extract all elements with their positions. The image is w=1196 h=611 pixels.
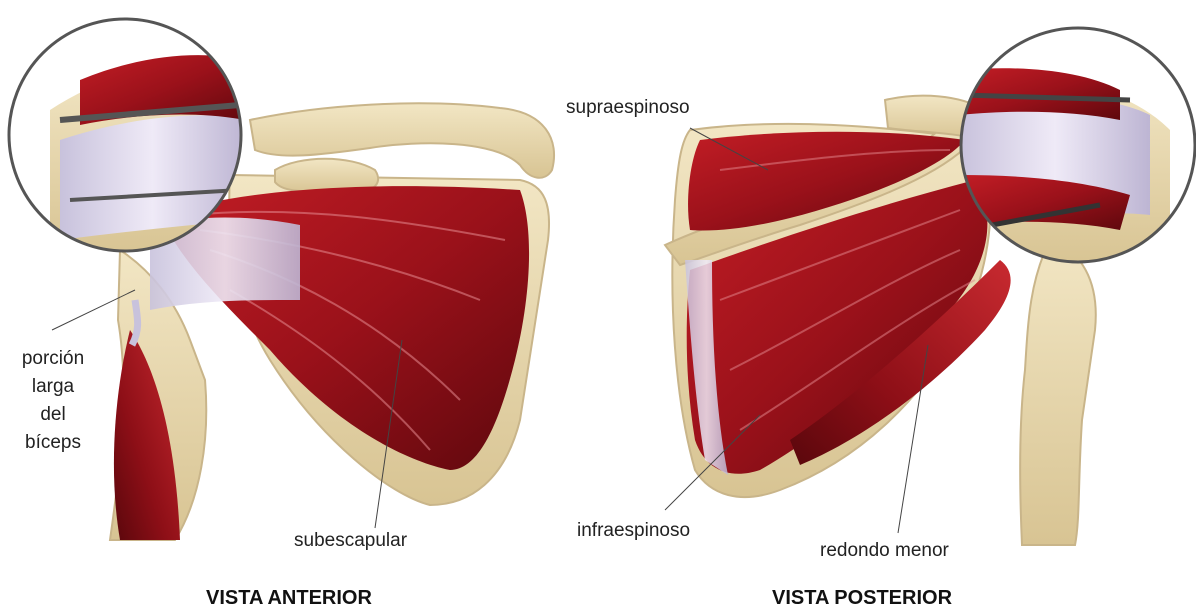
label-biceps-line-3: del: [8, 401, 98, 429]
label-supraespinoso: supraespinoso: [566, 98, 690, 117]
title-vista-anterior: VISTA ANTERIOR: [206, 588, 372, 608]
title-vista-posterior: VISTA POSTERIOR: [772, 588, 952, 608]
label-biceps-line-2: larga: [8, 373, 98, 401]
label-redondo-menor: redondo menor: [820, 541, 949, 560]
label-biceps-line-1: porción: [8, 345, 98, 373]
label-biceps-long-head: porción larga del bíceps: [8, 345, 98, 457]
label-subescapular: subescapular: [294, 531, 407, 550]
posterior-humerus: [1020, 240, 1096, 545]
label-biceps-line-4: bíceps: [8, 429, 98, 457]
posterior-view: [665, 25, 1196, 545]
anterior-view: [5, 15, 554, 540]
label-infraespinoso: infraespinoso: [577, 521, 690, 540]
